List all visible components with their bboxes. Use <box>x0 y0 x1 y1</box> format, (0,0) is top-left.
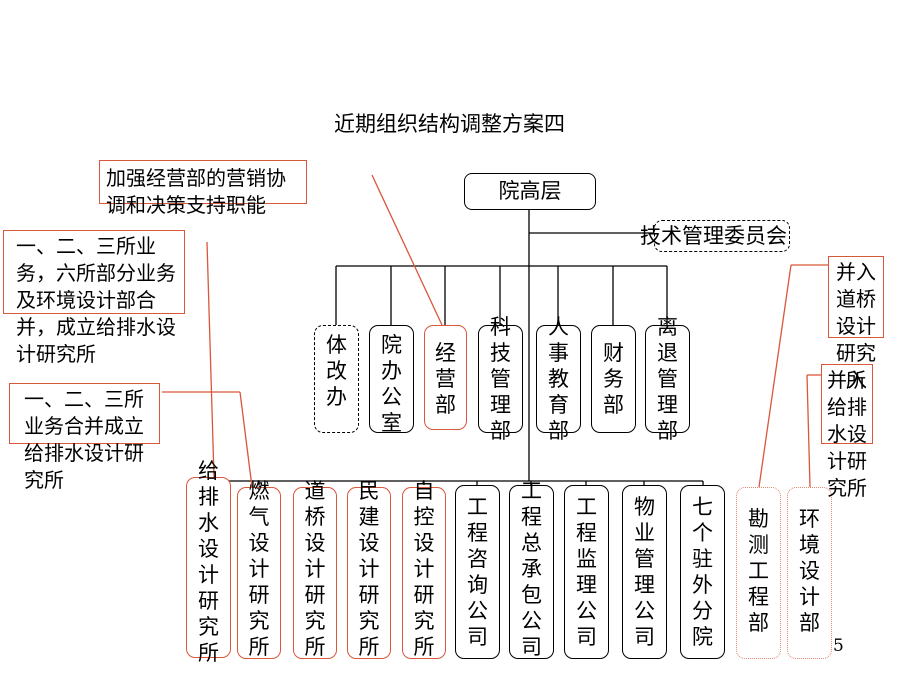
node-label: 民建设计研究所 <box>358 479 380 659</box>
node-dept-4: 科技管理部 <box>478 315 523 443</box>
note-marketing: 加强经营部的营销协调和决策支持职能 <box>99 160 307 217</box>
node-label: 科技管理部 <box>489 315 511 443</box>
node-label: 道桥设计研究所 <box>304 479 326 659</box>
note-text: 并入道桥设计研究所 <box>836 260 876 392</box>
node-dept-6: 财务部 <box>591 325 636 433</box>
node-inst-8: 工程监理公司 <box>564 485 609 659</box>
node-label: 工程咨询公司 <box>466 495 488 649</box>
note-text: 加强经营部的营销协调和决策支持职能 <box>106 166 286 217</box>
note-text: 并入给排水设计研究所 <box>827 368 867 500</box>
node-label: 勘测工程部 <box>747 507 769 635</box>
note-bridge: 并入道桥设计研究所 <box>828 256 884 392</box>
node-label: 体改办 <box>325 333 347 409</box>
node-label: 工程监理公司 <box>575 495 597 649</box>
node-inst-5: 自控设计研究所 <box>402 479 446 659</box>
node-label: 环境设计部 <box>798 507 820 635</box>
node-top-management: 院高层 <box>464 173 596 210</box>
committee-label: 技术管理委员会 <box>640 224 787 248</box>
node-label: 财务部 <box>602 341 624 417</box>
node-inst-12: 环境设计部 <box>787 487 832 659</box>
node-label: 工程总承包公司 <box>520 479 542 659</box>
node-inst-1: 给排水设计研究所 <box>186 459 231 665</box>
node-label: 人事教育部 <box>547 315 569 443</box>
note-water: 并入给排水设计研究所 <box>821 364 873 500</box>
node-inst-10: 七个驻外分院 <box>680 485 725 659</box>
diagram-title: 近期组织结构调整方案四 <box>334 112 565 136</box>
node-label: 自控设计研究所 <box>413 479 435 659</box>
node-inst-9: 物业管理公司 <box>622 485 667 659</box>
node-inst-6: 工程咨询公司 <box>455 485 500 659</box>
node-label: 燃气设计研究所 <box>248 479 270 659</box>
node-label: 给排水设计研究所 <box>197 459 219 665</box>
node-committee <box>654 220 790 252</box>
node-label: 物业管理公司 <box>633 495 655 649</box>
node-dept-1: 体改办 <box>314 325 359 433</box>
note-text: 一、二、三所业务，六所部分业务及环境设计部合并，成立给排水设计研究所 <box>16 234 176 366</box>
note-merge-three: 一、二、三所业务合并成立给排水设计研究所 <box>9 383 160 492</box>
node-dept-3: 经营部 <box>424 325 467 430</box>
note-merge-six: 一、二、三所业务，六所部分业务及环境设计部合并，成立给排水设计研究所 <box>3 230 185 366</box>
node-label: 院高层 <box>498 179 562 203</box>
node-label: 经营部 <box>434 341 456 417</box>
node-label: 院办公室 <box>380 333 402 435</box>
node-label: 七个驻外分院 <box>691 495 713 649</box>
node-dept-2: 院办公室 <box>369 325 414 435</box>
node-inst-2: 燃气设计研究所 <box>237 479 281 659</box>
node-inst-7: 工程总承包公司 <box>509 479 554 659</box>
node-inst-11: 勘测工程部 <box>736 487 781 659</box>
page-number: 5 <box>833 636 844 656</box>
node-dept-5: 人事教育部 <box>536 315 581 443</box>
node-inst-3: 道桥设计研究所 <box>293 479 337 659</box>
node-inst-4: 民建设计研究所 <box>347 479 391 659</box>
note-text: 一、二、三所业务合并成立给排水设计研究所 <box>24 387 144 492</box>
node-dept-7: 离退管理部 <box>645 315 690 443</box>
node-label: 离退管理部 <box>656 315 678 443</box>
